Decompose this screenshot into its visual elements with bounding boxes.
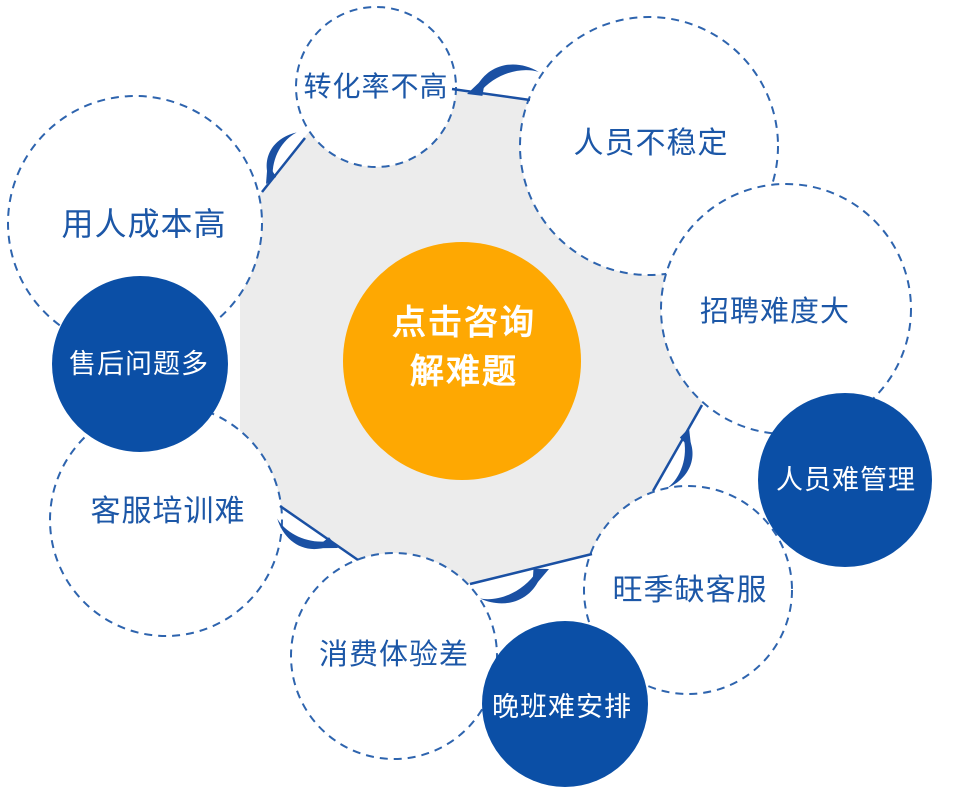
bubble-poor-experience-label: 消费体验差 [319, 637, 469, 671]
cta-circle[interactable] [343, 242, 581, 480]
rotation-arrow-icon-upper-left [266, 132, 297, 184]
edge-line-upper-left [261, 137, 306, 193]
cta-line1[interactable]: 点击咨询 [392, 303, 536, 343]
rotation-arrow-icon-bottom [480, 568, 549, 604]
bubble-night-shift-circle [482, 621, 648, 787]
bubble-aftersales-issues-circle [52, 276, 228, 452]
edge-line-right [651, 404, 704, 492]
bubble-poor-experience-circle [290, 552, 498, 760]
edge-line-bottom [469, 552, 593, 586]
bubble-hard-recruiting-label: 招聘难度大 [700, 294, 850, 328]
bubble-low-conversion-label: 转化率不高 [303, 70, 448, 103]
rotation-arrow-icon-right [667, 428, 693, 488]
rotation-arrow-icon-lower-left [277, 518, 338, 550]
bubble-hard-training-label: 客服培训难 [91, 494, 246, 529]
bubble-hard-to-manage-circle [758, 393, 932, 567]
edge-line-top [451, 87, 531, 102]
edge-line-lower-left [279, 504, 359, 562]
bubble-peak-season-shortage-label: 旺季缺客服 [613, 573, 768, 608]
bubble-unstable-staff-label: 人员不稳定 [574, 126, 729, 161]
cta-line2[interactable]: 解难题 [410, 352, 518, 392]
cta-circle-group[interactable]: 点击咨询 解难题 [343, 242, 581, 480]
bubble-aftersales-issues-label: 售后问题多 [69, 349, 209, 380]
bubble-hard-to-manage-label: 人员难管理 [776, 465, 916, 496]
rotation-arrow-icon-top [467, 64, 539, 96]
bubble-peak-season-shortage-circle [583, 485, 793, 695]
bubble-low-conversion-circle [295, 6, 457, 168]
bubble-high-labor-cost-label: 用人成本高 [61, 205, 226, 243]
bubble-night-shift-label: 晚班难安排 [492, 692, 632, 723]
